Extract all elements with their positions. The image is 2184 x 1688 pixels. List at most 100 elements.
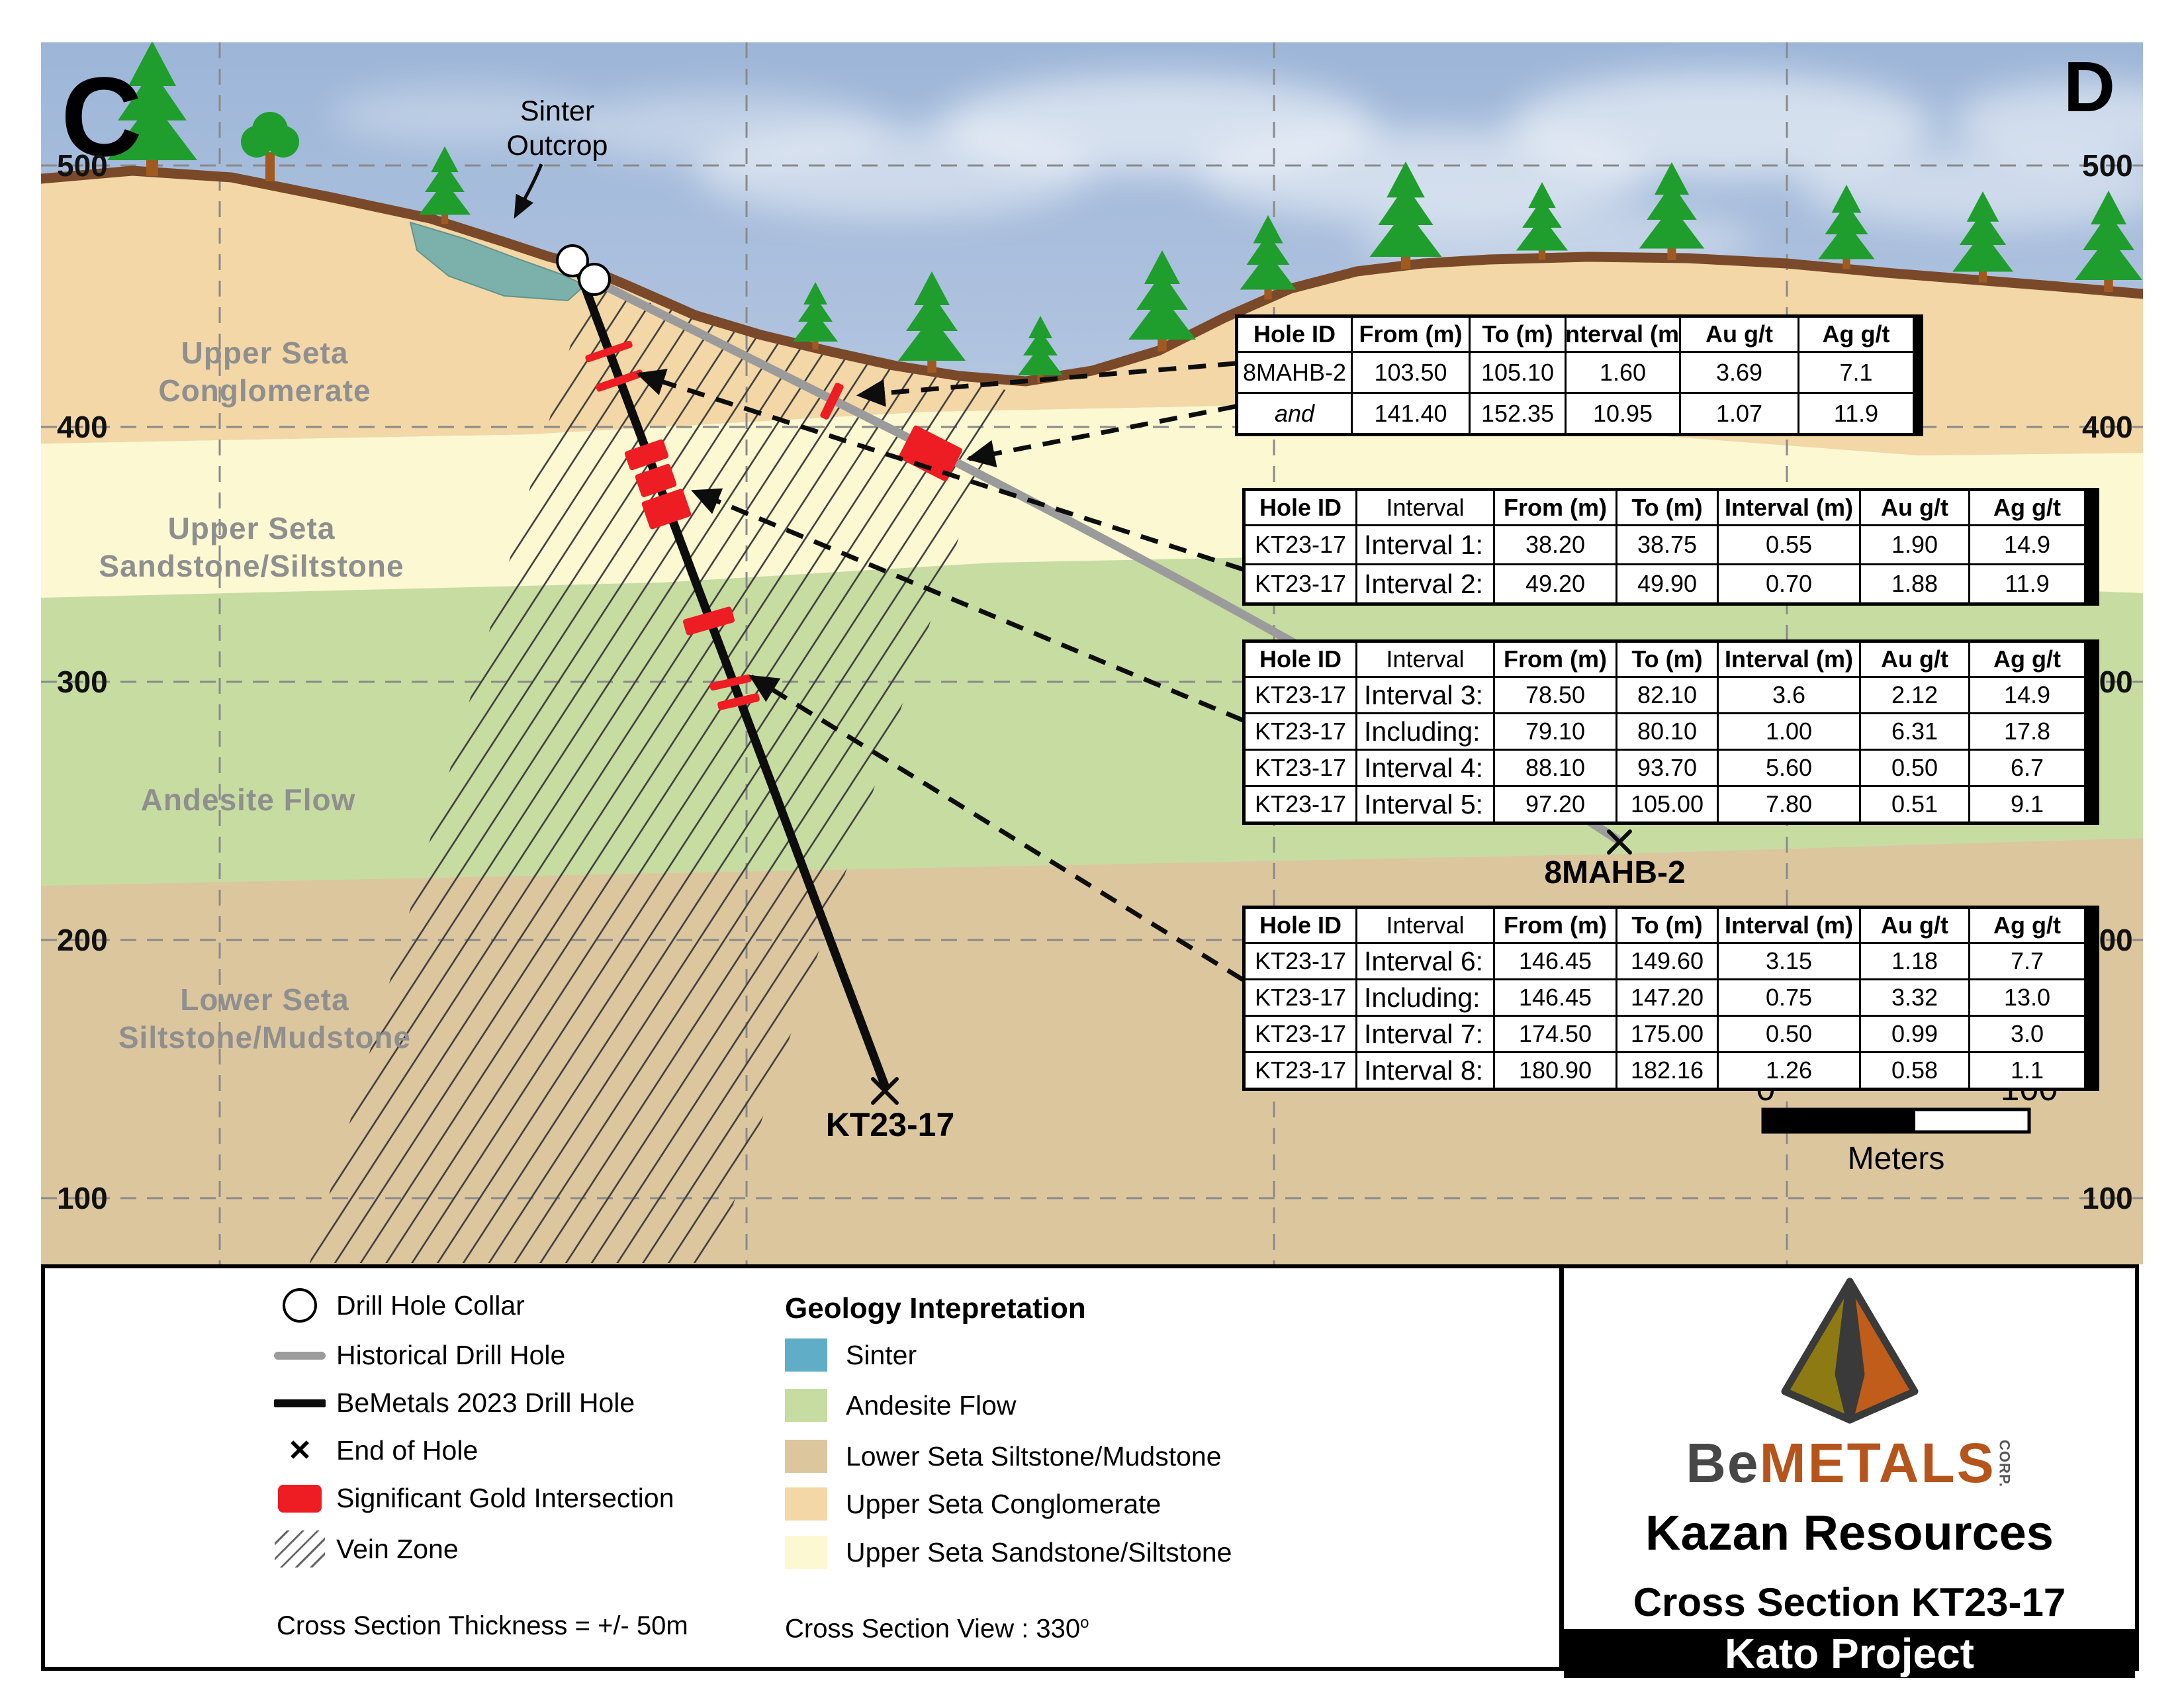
thickness-note: Cross Section Thickness = +/- 50m [277,1611,688,1640]
geology-legend-item-conglomerate: Upper Seta Conglomerate [785,1487,1161,1521]
table-cell: 0.70 [1719,565,1859,602]
elevation-label-left: 500 [57,148,108,183]
elevation-label-right: 100 [2082,1181,2133,1215]
legend-item-gold-intersection: Significant Gold Intersection [263,1483,674,1514]
geology-label: Upper Seta Conglomerate [846,1488,1161,1519]
table-cell: Interval 1: [1357,526,1493,563]
table-header-cell: Interval [1357,643,1493,676]
table-header-cell: Au g/t [1861,643,1968,676]
tree-icon [793,282,838,350]
table-header-cell: Interval (m) [1719,643,1859,676]
legend-item-label: Significant Gold Intersection [336,1483,674,1513]
table-cell: 174.50 [1495,1017,1615,1051]
table-cell: 3.32 [1861,980,1968,1015]
table-cell: 1.26 [1719,1053,1859,1088]
tree-icon [241,112,299,181]
table-cell: KT23-17 [1246,944,1355,978]
table-cell: 0.58 [1861,1053,1968,1088]
table-cell: 103.50 [1353,353,1469,392]
table-cell: 11.9 [1970,565,2084,602]
table-cell: 2.12 [1861,678,1968,712]
table-cell: Interval 5: [1357,787,1493,821]
project-banner: Kato Project [1564,1625,2135,1678]
gold-intersection-mark [709,674,752,691]
geology-swatch-andesite [785,1389,827,1422]
table-header-cell: Hole ID [1238,318,1351,351]
table-cell: 105.00 [1617,787,1717,821]
gold-intersection-mark [641,489,692,530]
table-cell: 10.95 [1567,394,1679,433]
geology-swatch-lower_seta [785,1440,827,1473]
table-cell: 14.9 [1970,678,2084,712]
table-header-cell: To (m) [1471,318,1565,351]
table-cell: 79.10 [1495,714,1615,749]
table-cell: Interval 6: [1357,944,1493,978]
table-header-cell: From (m) [1495,909,1615,942]
table-cell: 1.90 [1861,526,1968,563]
table-cell: 7.7 [1970,944,2084,978]
table-cell: 17.8 [1970,714,2084,749]
geology-label: Andesite Flow [846,1389,1017,1421]
table-cell: 9.1 [1970,787,2084,821]
table-cell: 6.31 [1861,714,1968,749]
table-cell: Including: [1357,714,1493,749]
geology-swatch-conglomerate [785,1487,827,1521]
table-cell: Interval 3: [1357,678,1493,712]
geology-swatch-sandstone [785,1536,827,1569]
table-cell: 78.50 [1495,678,1615,712]
section-title: Cross Section KT23-17 [1633,1580,2066,1624]
table-header-cell: Ag g/t [1970,491,2084,524]
tree-icon [107,42,197,176]
table-header-cell: Interval (m) [1719,491,1859,524]
table-cell: 97.20 [1495,787,1615,821]
corner-label-d: D [2064,46,2115,126]
sinter-annotation-line2: Outcrop [507,130,608,162]
table-cell: 1.07 [1681,394,1797,433]
table-cell: KT23-17 [1246,980,1355,1015]
table-cell: 88.10 [1495,751,1615,785]
table-header-cell: To (m) [1617,491,1717,524]
table-cell: 1.18 [1861,944,1968,978]
table-cell: 149.60 [1617,944,1717,978]
table-cell: 152.35 [1471,394,1565,433]
scale-bar-unit: Meters [1848,1141,1945,1176]
table-header-cell: From (m) [1353,318,1469,351]
tree-icon [2075,191,2142,292]
table-cell: 147.20 [1617,980,1717,1015]
table-cell: 3.15 [1719,944,1859,978]
legend-item-vein-zone: Vein Zone [263,1530,459,1568]
end-of-hole-icon: ✕ [287,1434,312,1467]
table-cell: KT23-17 [1246,787,1355,821]
drill-hole-collar [556,244,589,277]
table-cell: 11.9 [1799,394,1913,433]
vein-zone-hatch [310,285,1009,1263]
table-cell: 3.0 [1970,1017,2084,1051]
table-cell: Interval 4: [1357,751,1493,785]
gold-intersection-mark [820,383,844,420]
gold-intersection-mark [585,340,633,363]
sinter-annotation-line1: Sinter [520,95,594,127]
table-header-cell: Interval [1357,491,1493,524]
table-cell: 1.88 [1861,565,1968,602]
historical-drill-hole-icon [263,1351,336,1360]
legend-item-bemetals-drill-hole: BeMetals 2023 Drill Hole [263,1387,635,1419]
table-cell: KT23-17 [1246,714,1355,749]
gold-intersection-mark [899,425,962,482]
label-andesite-flow: Andesite Flow [140,782,356,817]
table-cell: 180.90 [1495,1053,1615,1088]
elevation-label-left: 300 [57,665,108,699]
table-header-cell: Interval (m) [1567,318,1679,351]
table-header-cell: To (m) [1617,909,1717,942]
table-cell: 141.40 [1353,394,1469,433]
tree-icon [1639,162,1705,260]
tree-icon [1128,250,1196,352]
table-cell: Including: [1357,980,1493,1015]
gold-intersection-mark [682,606,735,635]
tree-icon [1018,316,1063,383]
